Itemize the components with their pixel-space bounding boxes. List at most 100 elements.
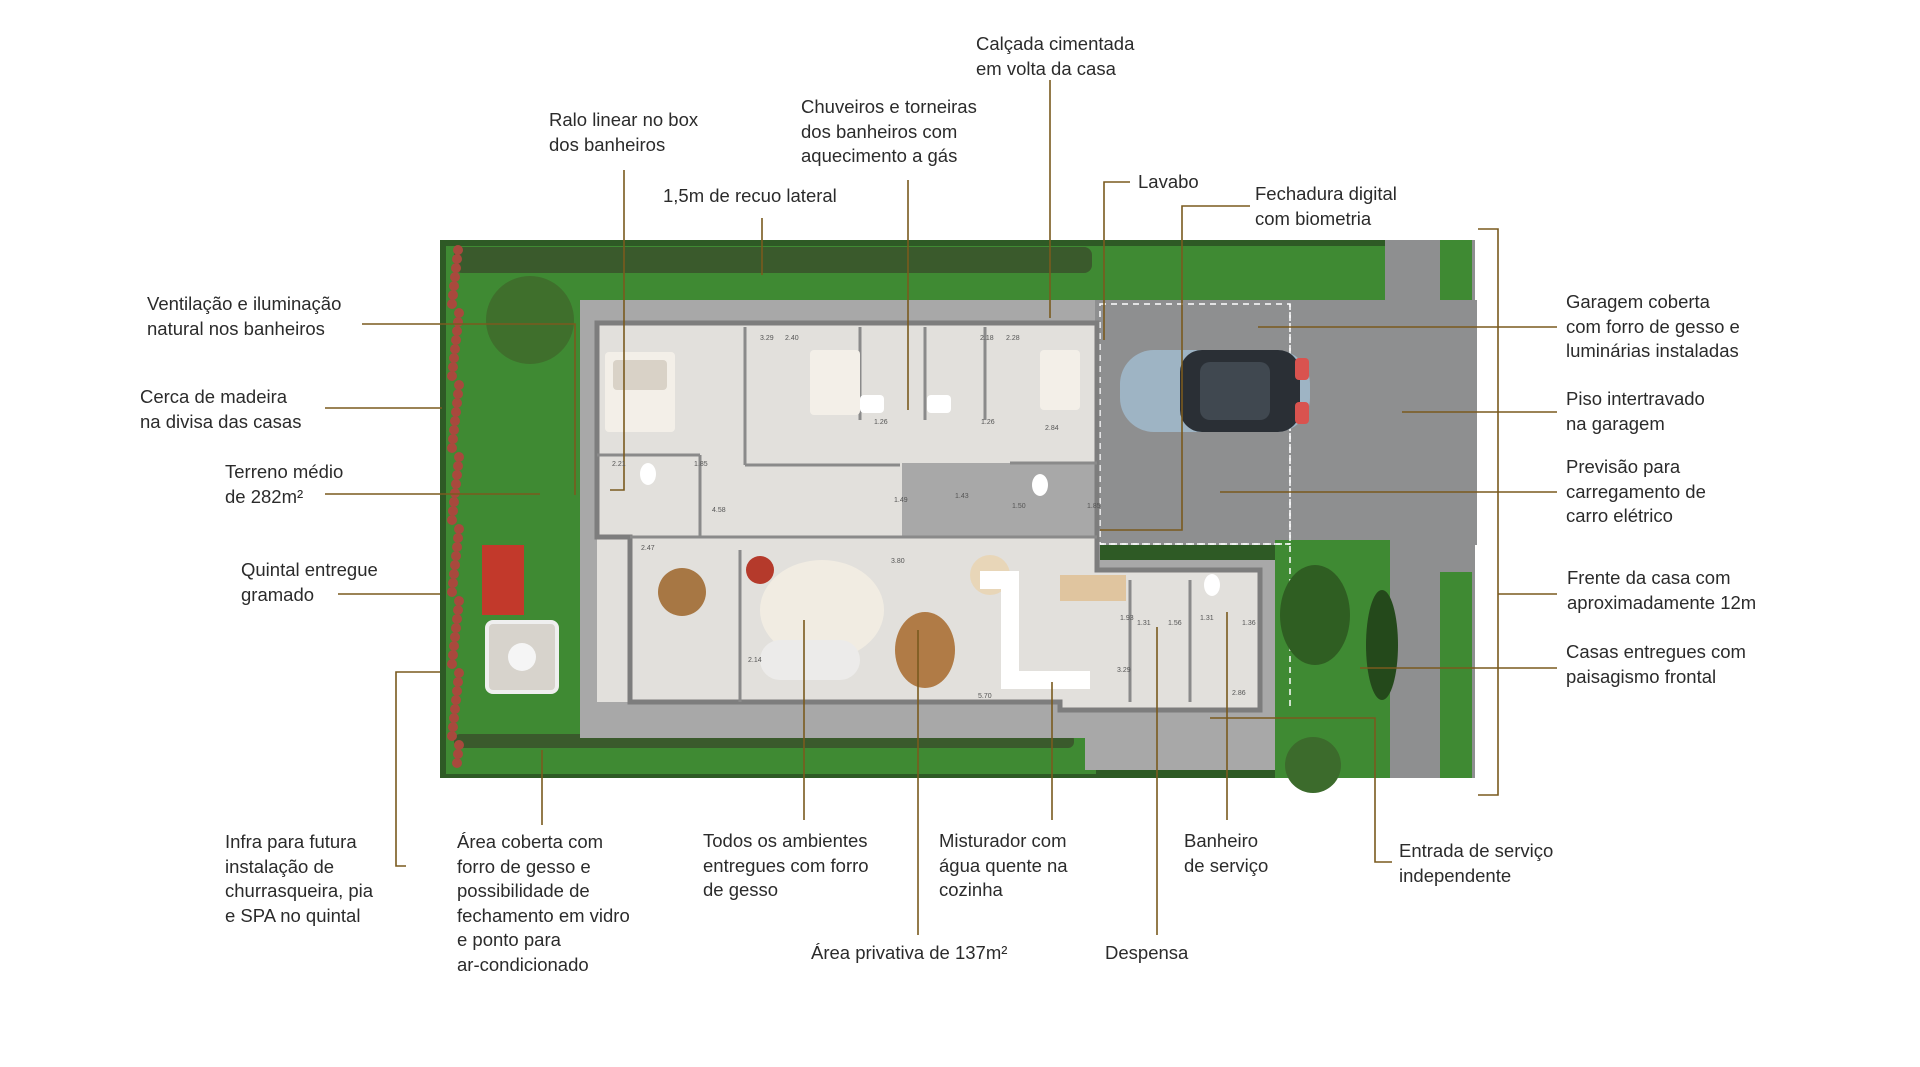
fence-flower bbox=[448, 506, 458, 516]
dimension-label: 1.93 bbox=[1120, 615, 1134, 622]
fence-flower bbox=[447, 731, 457, 741]
fence-flower bbox=[452, 398, 462, 408]
fence-flower bbox=[454, 452, 464, 462]
dimension-label: 2.18 bbox=[980, 335, 994, 342]
front-tree bbox=[1285, 737, 1341, 793]
backyard-tree bbox=[486, 276, 574, 364]
fence-flower bbox=[449, 641, 459, 651]
leader-line bbox=[395, 671, 440, 867]
fence-flower bbox=[448, 722, 458, 732]
dimension-label: 1.50 bbox=[1012, 503, 1026, 510]
fence-flower bbox=[452, 686, 462, 696]
label-recuo: 1,5m de recuo lateral bbox=[663, 185, 837, 206]
label-chuveiros: Chuveiros e torneiras dos banheiros com … bbox=[801, 96, 977, 166]
label-misturador: Misturador com água quente na cozinha bbox=[939, 830, 1068, 900]
fence-flower bbox=[448, 434, 458, 444]
fence-flower bbox=[451, 695, 461, 705]
fence-flower bbox=[452, 758, 462, 768]
label-despensa: Despensa bbox=[1105, 942, 1189, 963]
dimension-label: 4.58 bbox=[712, 507, 726, 514]
fence-flower bbox=[452, 614, 462, 624]
label-ventilacao: Ventilação e iluminação natural nos banh… bbox=[147, 293, 342, 339]
fence-flower bbox=[450, 416, 460, 426]
fence-flower bbox=[450, 632, 460, 642]
leader-line bbox=[1210, 717, 1392, 863]
leader-lines bbox=[325, 80, 1557, 935]
fence-flower bbox=[447, 371, 457, 381]
fence-flower bbox=[450, 344, 460, 354]
fence-flower bbox=[450, 272, 460, 282]
label-previsao: Previsão para carregamento de carro elét… bbox=[1566, 456, 1706, 526]
fence-flower bbox=[452, 542, 462, 552]
front-shrubs bbox=[1280, 565, 1350, 665]
fence-flower bbox=[449, 713, 459, 723]
fence-flower bbox=[453, 245, 463, 255]
fence-flower bbox=[452, 254, 462, 264]
car bbox=[1120, 350, 1310, 432]
fence-flower bbox=[452, 470, 462, 480]
dimension-label: 3.29 bbox=[1117, 667, 1131, 674]
dimension-label: 1.43 bbox=[955, 493, 969, 500]
fence-flower bbox=[453, 605, 463, 615]
fence-flower bbox=[450, 488, 460, 498]
fence-flower bbox=[454, 524, 464, 534]
rear-hedge bbox=[454, 247, 1092, 273]
label-calcada: Calçada cimentada em volta da casa bbox=[976, 33, 1135, 79]
fence-flower bbox=[451, 479, 461, 489]
label-garagem: Garagem coberta com forro de gesso e lum… bbox=[1566, 291, 1740, 361]
dimension-label: 2.21 bbox=[612, 461, 626, 468]
dimension-label: 1.31 bbox=[1137, 620, 1151, 627]
label-frente: Frente da casa com aproximadamente 12m bbox=[1567, 567, 1757, 613]
dimension-label: 2.14 bbox=[748, 657, 762, 664]
fence-flower bbox=[447, 587, 457, 597]
dimension-label: 5.70 bbox=[978, 693, 992, 700]
label-ralo: Ralo linear no box dos banheiros bbox=[549, 109, 699, 155]
fence-flower bbox=[448, 290, 458, 300]
fence-flower bbox=[453, 749, 463, 759]
fence-flower bbox=[454, 740, 464, 750]
fence-flower bbox=[448, 578, 458, 588]
bbq-lounge bbox=[482, 545, 524, 615]
fence-flower bbox=[447, 443, 457, 453]
fence-flower bbox=[451, 407, 461, 417]
house bbox=[594, 320, 1263, 713]
fence-flower bbox=[453, 317, 463, 327]
fence-flower bbox=[454, 308, 464, 318]
fence-flower bbox=[452, 326, 462, 336]
frente-bracket bbox=[1478, 228, 1499, 796]
dimension-label: 1.85 bbox=[1087, 503, 1101, 510]
label-lavabo: Lavabo bbox=[1138, 171, 1199, 192]
fence-flower bbox=[451, 623, 461, 633]
fence-flower bbox=[453, 461, 463, 471]
label-infra: Infra para futura instalação de churrasq… bbox=[225, 831, 374, 926]
label-paisagismo: Casas entregues com paisagismo frontal bbox=[1566, 641, 1746, 687]
label-area-privativa: Área privativa de 137m² bbox=[811, 942, 1008, 963]
label-todos: Todos os ambientes entregues com forro d… bbox=[703, 830, 869, 900]
fence-flower bbox=[449, 425, 459, 435]
front-shrubs-2 bbox=[1366, 590, 1398, 700]
fence-flower bbox=[454, 380, 464, 390]
dimension-label: 1.26 bbox=[874, 419, 888, 426]
fence-flower bbox=[454, 596, 464, 606]
fence-flower bbox=[451, 263, 461, 273]
dimension-label: 1.85 bbox=[694, 461, 708, 468]
fence-flower bbox=[448, 650, 458, 660]
dimension-label: 3.29 bbox=[760, 335, 774, 342]
front-lawn-strip-low bbox=[1440, 572, 1472, 778]
label-fechadura: Fechadura digital com biometria bbox=[1255, 183, 1397, 229]
label-banheiro-servico: Banheiro de serviço bbox=[1184, 830, 1269, 876]
fence-flower bbox=[453, 389, 463, 399]
fence-flower bbox=[450, 560, 460, 570]
leader-line bbox=[1100, 205, 1250, 531]
dimension-label: 2.40 bbox=[785, 335, 799, 342]
label-quintal: Quintal entregue gramado bbox=[241, 559, 378, 605]
fence-flower bbox=[449, 569, 459, 579]
label-entrada: Entrada de serviço independente bbox=[1399, 840, 1554, 886]
label-piso: Piso intertravado na garagem bbox=[1566, 388, 1705, 434]
fence-flower bbox=[451, 551, 461, 561]
dimension-label: 1.49 bbox=[894, 497, 908, 504]
fence-flower bbox=[449, 353, 459, 363]
